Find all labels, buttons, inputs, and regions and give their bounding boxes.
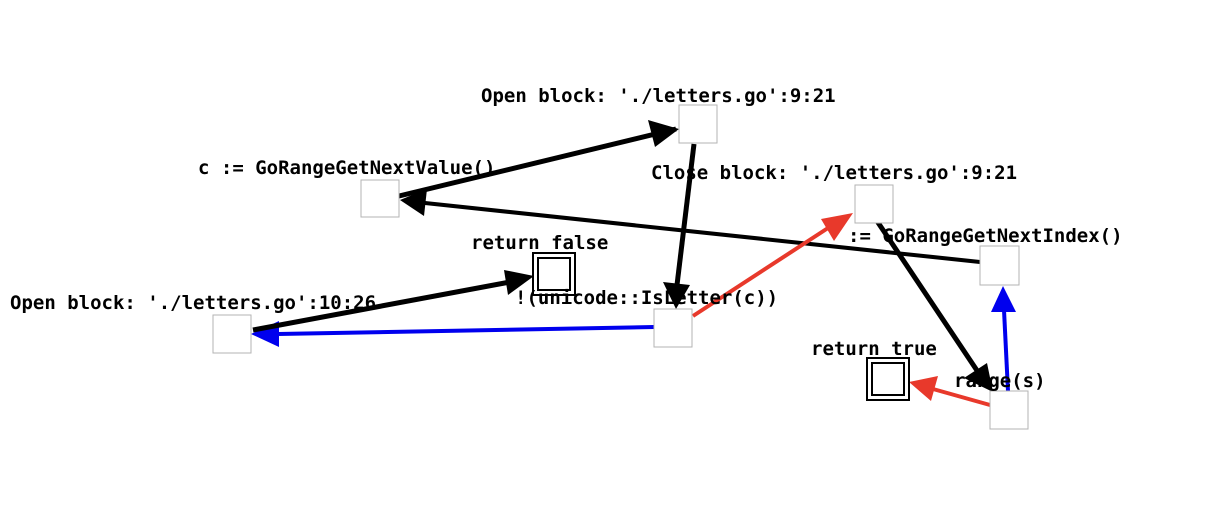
nodes-layer: Open block: './letters.go':9:21 Close bl… — [10, 85, 1123, 430]
label-return-false: return false — [471, 232, 608, 254]
edge-open-block-9-21-to-not-is-letter — [674, 143, 697, 286]
node-return-false-inner — [537, 257, 571, 291]
arrowhead-next-value — [400, 189, 427, 216]
label-range-s: range(s) — [954, 370, 1046, 392]
label-open-block-10-26: Open block: './letters.go':10:26 — [10, 292, 376, 314]
edge-close-block-to-range-s — [874, 219, 981, 374]
node-range-get-next-index[interactable] — [979, 245, 1020, 286]
node-open-block-10-26[interactable] — [212, 314, 252, 354]
edge-not-is-letter-to-open-block-10-26 — [277, 325, 655, 336]
node-open-block-9-21[interactable] — [678, 104, 718, 144]
label-range-get-next-index: := GoRangeGetNextIndex() — [848, 225, 1123, 247]
arrowhead-close-block-red — [821, 213, 853, 241]
label-open-block-9-21: Open block: './letters.go':9:21 — [481, 85, 836, 107]
arrowhead-open-block-9-21 — [648, 120, 679, 147]
arrowhead-not-is-letter — [663, 282, 690, 309]
edge-next-value-to-open-block-9-21 — [398, 126, 677, 199]
edge-next-index-to-next-value — [424, 201, 981, 264]
edge-range-s-to-next-index — [1002, 309, 1010, 392]
node-close-block-9-21[interactable] — [854, 184, 894, 224]
edge-open-block-10-26-to-return-false — [252, 279, 511, 333]
label-return-true: return true — [811, 338, 937, 360]
label-range-get-next-value: c := GoRangeGetNextValue() — [198, 157, 495, 179]
edge-range-s-to-return-true — [932, 387, 991, 407]
arrowhead-return-false — [504, 270, 534, 295]
node-range-s[interactable] — [989, 390, 1029, 430]
arrowhead-range-s — [964, 363, 993, 392]
label-close-block-9-21: Close block: './letters.go':9:21 — [651, 162, 1017, 184]
edge-not-is-letter-to-close-block — [691, 226, 830, 318]
node-range-get-next-value[interactable] — [360, 179, 400, 218]
node-not-is-letter[interactable] — [653, 308, 693, 348]
node-return-true-inner — [871, 362, 905, 396]
arrowhead-return-true-red — [909, 376, 938, 401]
edges-layer — [251, 120, 1016, 407]
arrowhead-next-index-blue — [991, 286, 1016, 312]
label-not-is-letter: !(unicode::IsLetter(c)) — [515, 287, 778, 309]
